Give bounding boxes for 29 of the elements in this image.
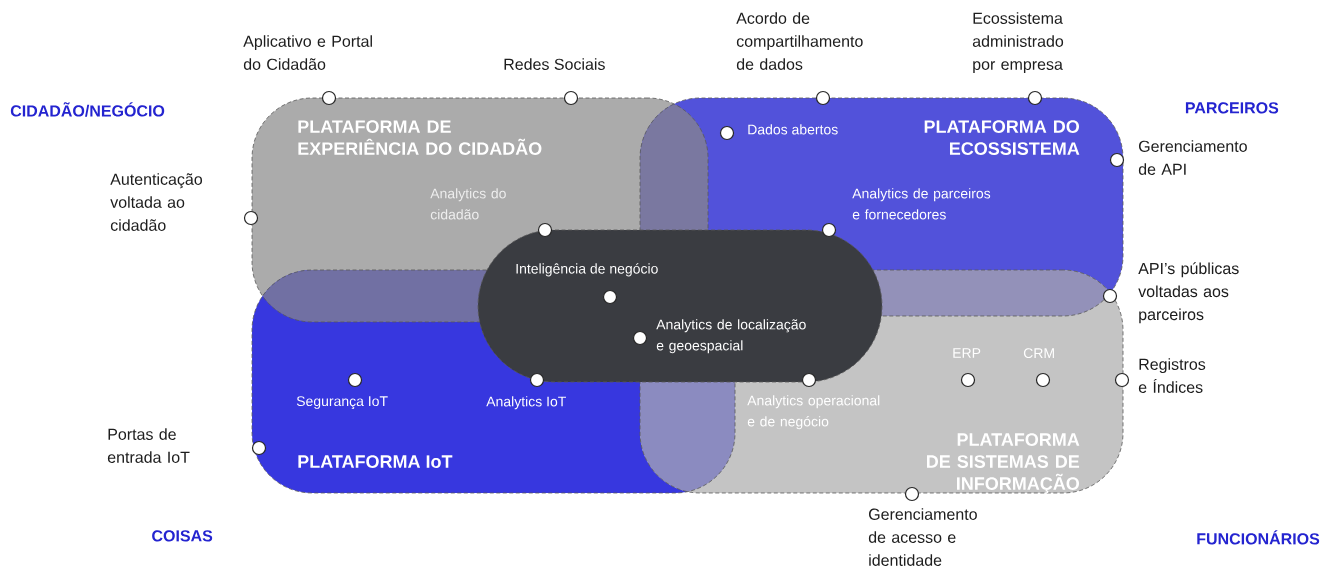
feature-label: Analytics do cidadão <box>430 188 506 220</box>
feature-label: Inteligência de negócio <box>516 263 658 277</box>
feature-label: CRM <box>1023 348 1054 359</box>
callout-text: Gerenciamento de acesso e identidade <box>868 508 977 566</box>
group-heading: CIDADÃO/NEGÓCIO <box>10 102 165 117</box>
callout-text: Gerenciamento de API <box>1138 140 1247 175</box>
callout-text: Ecossistema administrado por empresa <box>972 12 1064 74</box>
group-heading: PARCEIROS <box>1185 102 1279 114</box>
callout-text: Autenticação voltada ao cidadão <box>110 173 203 231</box>
platform-title: PLATAFORMA DE SISTEMAS DE INFORMAÇÃO <box>927 433 1080 494</box>
callout-text: Aplicativo e Portal do Cidadão <box>243 35 372 70</box>
platform-title: PLATAFORMA DE EXPERIÊNCIA DO CIDADÃO <box>298 120 542 155</box>
feature-label: Dados abertos <box>748 124 838 135</box>
callout-text: Portas de entrada IoT <box>107 428 190 463</box>
center-area <box>477 229 883 383</box>
feature-label: Analytics operacional e de negócio <box>747 395 880 430</box>
callout-text: Registros e Índices <box>1138 358 1206 393</box>
group-heading: FUNCIONÁRIOS <box>1197 530 1320 545</box>
feature-label: Analytics IoT <box>486 396 566 410</box>
platform-title: PLATAFORMA DO ECOSSISTEMA <box>924 120 1080 155</box>
feature-label: ERP <box>953 348 981 358</box>
feature-label: Analytics de parceiros e fornecedores <box>852 188 991 220</box>
feature-label: Analytics de localização e geoespacial <box>656 319 806 354</box>
feature-label: Segurança IoT <box>296 396 388 409</box>
group-heading: COISAS <box>152 530 213 542</box>
callout-text: Acordo de compartilhamento de dados <box>736 12 863 70</box>
callout-text: Redes Sociais <box>504 58 605 70</box>
callout-text: API’s públicas voltadas aos parceiros <box>1138 262 1239 324</box>
platform-title: PLATAFORMA IoT <box>298 455 453 468</box>
